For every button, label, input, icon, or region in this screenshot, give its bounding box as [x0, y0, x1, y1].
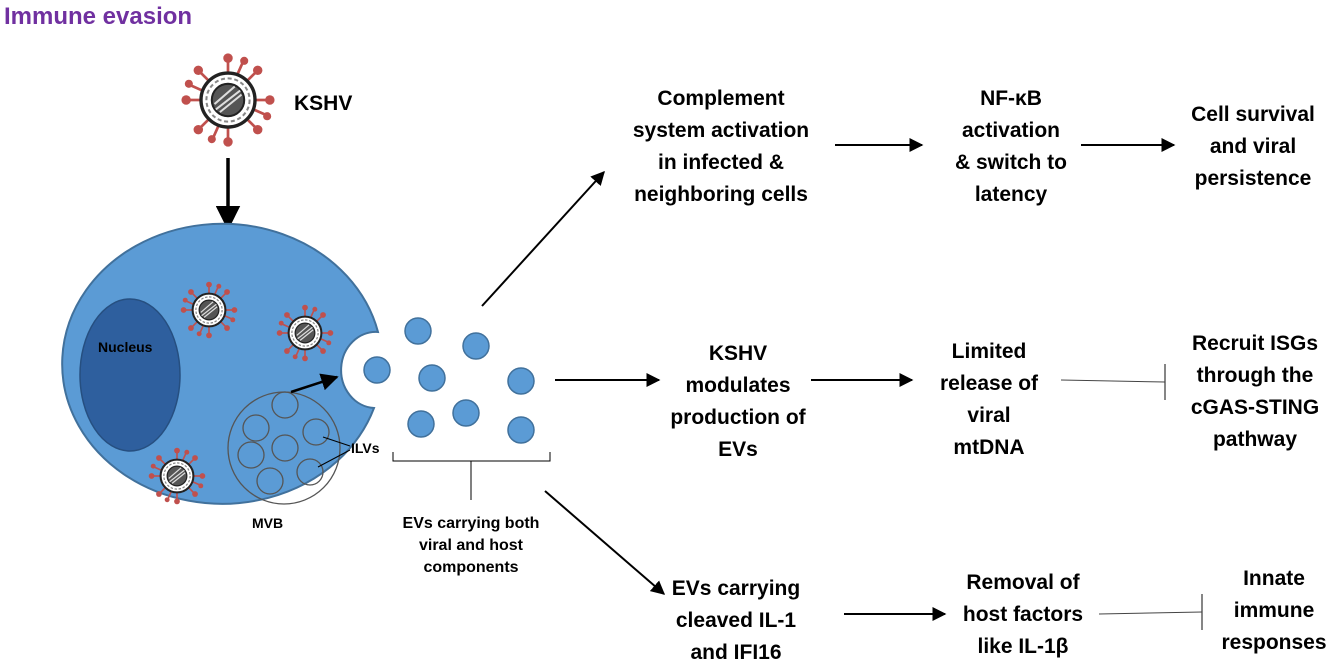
- node-survival: Cell survival and viral persistence: [1191, 103, 1315, 190]
- node-evs-cleaved: EVs carrying cleaved IL-1 and IFI16: [672, 577, 800, 663]
- svg-text:persistence: persistence: [1195, 167, 1312, 190]
- ilv-pointer: [317, 449, 351, 468]
- svg-text:Recruit ISGs: Recruit ISGs: [1192, 332, 1318, 355]
- node-recruit-isgs: Recruit ISGs through the cGAS-STING path…: [1191, 332, 1319, 451]
- svg-text:and IFI16: and IFI16: [690, 641, 781, 663]
- node-nfkb: NF-κB activation & switch to latency: [955, 87, 1067, 206]
- kshv-virus-icon: [179, 51, 277, 149]
- ev-vesicle: [418, 364, 446, 392]
- extracellular-vesicles: [363, 317, 535, 444]
- svg-text:production of: production of: [670, 406, 806, 429]
- ev-brace: [392, 452, 551, 500]
- svg-text:host factors: host factors: [963, 603, 1083, 626]
- svg-text:Complement: Complement: [657, 87, 784, 110]
- inhibit-limited-to-isgs: [1060, 364, 1166, 400]
- svg-text:immune: immune: [1234, 599, 1315, 622]
- svg-text:modulates: modulates: [685, 374, 790, 397]
- ev-vesicle: [363, 356, 391, 384]
- nucleus: [79, 298, 181, 452]
- kshv-label: KSHV: [294, 92, 352, 115]
- ev-caption: EVs carrying both viral and host compone…: [403, 515, 540, 576]
- svg-text:release of: release of: [940, 372, 1039, 395]
- svg-text:Innate: Innate: [1243, 567, 1305, 590]
- svg-text:viral: viral: [967, 404, 1010, 427]
- svg-text:neighboring cells: neighboring cells: [634, 183, 808, 206]
- ev-vesicle: [452, 399, 480, 427]
- svg-text:latency: latency: [975, 183, 1048, 206]
- svg-text:pathway: pathway: [1213, 428, 1297, 451]
- arrow-evs-to-cleaved: [544, 490, 666, 595]
- svg-text:NF-κB: NF-κB: [980, 87, 1042, 110]
- svg-text:system activation: system activation: [633, 119, 809, 142]
- nucleus-label: Nucleus: [98, 339, 153, 355]
- node-kshv-modulates: KSHV modulates production of EVs: [670, 342, 806, 461]
- arrow-evs-to-complement: [481, 170, 605, 307]
- svg-text:like IL-1β: like IL-1β: [977, 635, 1068, 658]
- svg-text:EVs carrying: EVs carrying: [672, 577, 800, 600]
- mvb: [227, 391, 341, 505]
- page-title: Immune evasion: [4, 3, 192, 30]
- ev-vesicle: [462, 332, 490, 360]
- svg-text:EVs: EVs: [718, 438, 758, 461]
- arrow-mvb-to-secretion: [290, 373, 339, 394]
- node-limited-release: Limited release of viral mtDNA: [940, 340, 1039, 459]
- inhibit-removal-to-innate: [1098, 594, 1203, 630]
- intracellular-virus-icon: [147, 446, 207, 506]
- svg-text:in infected &: in infected &: [658, 151, 784, 174]
- ev-vesicle: [507, 367, 535, 395]
- svg-text:through the: through the: [1197, 364, 1314, 387]
- svg-text:KSHV: KSHV: [709, 342, 767, 365]
- ilv-pointer: [322, 436, 351, 447]
- svg-text:components: components: [423, 559, 518, 576]
- node-innate: Innate immune responses: [1221, 567, 1326, 654]
- svg-text:EVs carrying both: EVs carrying both: [403, 515, 540, 532]
- svg-text:Removal of: Removal of: [966, 571, 1080, 594]
- svg-text:Limited: Limited: [952, 340, 1027, 363]
- svg-text:Cell survival: Cell survival: [1191, 103, 1315, 126]
- intracellular-virus-icon: [179, 280, 239, 340]
- ev-vesicle: [404, 317, 432, 345]
- node-removal: Removal of host factors like IL-1β: [963, 571, 1083, 658]
- svg-text:& switch to: & switch to: [955, 151, 1067, 174]
- node-complement: Complement system activation in infected…: [633, 87, 809, 206]
- svg-text:cleaved IL-1: cleaved IL-1: [676, 609, 797, 632]
- svg-text:responses: responses: [1221, 631, 1326, 654]
- svg-text:cGAS-STING: cGAS-STING: [1191, 396, 1319, 419]
- svg-text:and viral: and viral: [1210, 135, 1296, 158]
- svg-text:mtDNA: mtDNA: [953, 436, 1024, 459]
- ilvs-label: ILVs: [351, 440, 380, 456]
- mvb-label: MVB: [252, 515, 283, 531]
- ev-vesicle: [407, 410, 435, 438]
- ev-vesicle: [507, 416, 535, 444]
- svg-text:viral and host: viral and host: [419, 537, 524, 554]
- intracellular-virus-icon: [275, 303, 335, 363]
- svg-text:activation: activation: [962, 119, 1060, 142]
